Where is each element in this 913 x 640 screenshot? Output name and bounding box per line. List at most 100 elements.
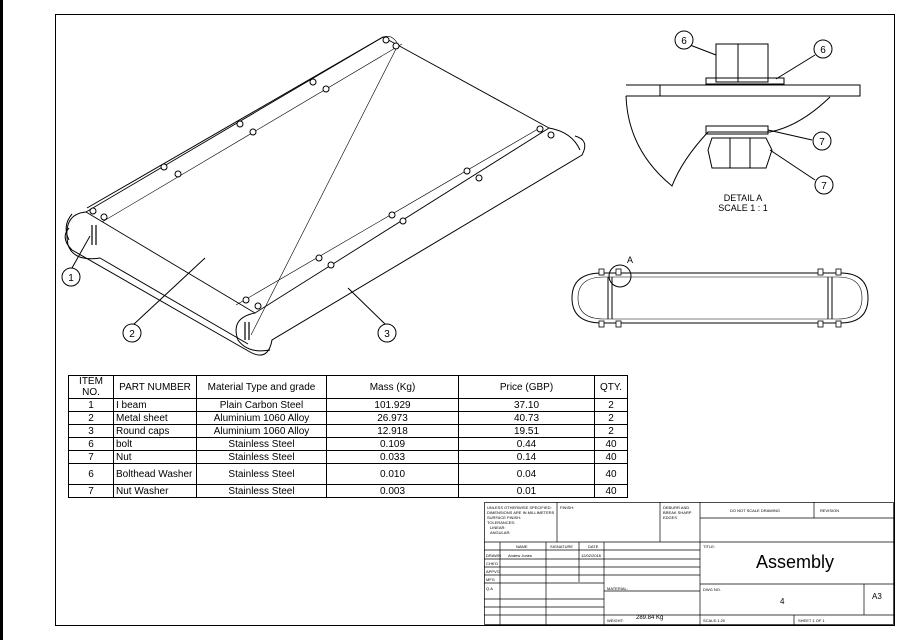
bom-header-row: ITEM NO. PART NUMBER Material Type and g… [68, 375, 628, 399]
bom-cell: 40 [594, 463, 628, 485]
bom-cell: 3 [68, 424, 114, 438]
detail-a-view [625, 43, 861, 187]
bom-cell: Nut [113, 450, 197, 464]
bom-row: 6 Bolthead Washer Stainless Steel 0.010 … [68, 463, 628, 485]
bom-cell: 7 [68, 484, 114, 498]
bom-cell: 0.109 [326, 437, 459, 451]
title-block: UNLESS OTHERWISE SPECIFIED: DIMENSIONS A… [484, 502, 894, 625]
tb-edges: EDGES [663, 515, 678, 520]
tb-name-header: NAME [516, 544, 528, 549]
tb-surface: SURFACE FINISH: [487, 515, 522, 520]
tb-material: MATERIAL: [607, 586, 628, 591]
bom-cell: Plain Carbon Steel [196, 398, 327, 412]
balloon-group-main [61, 235, 397, 343]
bom-header: ITEM NO. [68, 375, 114, 399]
bom-cell: 2 [594, 398, 628, 412]
tb-finish: FINISH: [560, 505, 575, 510]
detail-a-caption: DETAIL A SCALE 1 : 1 [708, 193, 778, 213]
bom-cell: 2 [68, 411, 114, 425]
bom-cell: 19.51 [458, 424, 595, 438]
bom-cell: 0.04 [458, 463, 595, 485]
balloon-1: 1 [68, 273, 74, 284]
balloon-6b: 6 [820, 45, 826, 56]
bom-row: 6 bolt Stainless Steel 0.109 0.44 40 [68, 437, 628, 451]
tb-angular: ANGULAR: [490, 530, 511, 535]
bom-cell: Aluminium 1060 Alloy [196, 424, 327, 438]
balloon-7a: 7 [819, 137, 825, 148]
tb-dwg-label: DWG NO. [703, 587, 721, 592]
bom-header: Mass (Kg) [326, 375, 459, 399]
tb-drawn-date: 12/02/2016 [581, 553, 602, 558]
bom-cell: bolt [113, 437, 197, 451]
bom-cell: 40 [594, 437, 628, 451]
bom-cell: 0.44 [458, 437, 595, 451]
bom-cell: 0.01 [458, 484, 595, 498]
bom-cell: Stainless Steel [196, 484, 327, 498]
tb-drawn: DRAWN [486, 553, 501, 558]
bom-row: 7 Nut Stainless Steel 0.033 0.14 40 [68, 450, 628, 464]
detail-balloons [674, 30, 834, 195]
bom-cell: Nut Washer [113, 484, 197, 498]
bom-cell: 2 [594, 411, 628, 425]
bom-cell: I beam [113, 398, 197, 412]
bom-cell: 0.003 [326, 484, 459, 498]
isometric-assembly [64, 36, 586, 356]
bom-cell: 0.033 [326, 450, 459, 464]
tb-unless: UNLESS OTHERWISE SPECIFIED: [487, 505, 552, 510]
tb-break: BREAK SHARP [663, 510, 692, 515]
tb-weight-label: WEIGHT: [607, 618, 624, 623]
tb-deburr: DEBURR AND [663, 505, 690, 510]
tb-signature-header: SIGNATURE [550, 544, 574, 549]
bom-cell: 1 [68, 398, 114, 412]
bom-cell: Stainless Steel [196, 437, 327, 451]
bom-row: 1 I beam Plain Carbon Steel 101.929 37.1… [68, 398, 628, 412]
balloon-2: 2 [129, 329, 135, 340]
title-block-grid [484, 502, 894, 625]
bom-row: 2 Metal sheet Aluminium 1060 Alloy 26.97… [68, 411, 628, 425]
bom-cell: 0.14 [458, 450, 595, 464]
page-edge-line [0, 0, 3, 640]
tb-tolerances: TOLERANCES: [487, 520, 516, 525]
tb-sheet-size: A3 [872, 592, 882, 601]
tb-linear: LINEAR: [490, 525, 506, 530]
side-view-bolts [598, 268, 842, 328]
detail-marker-a: A [627, 255, 633, 265]
tb-dwg-no: 4 [780, 597, 785, 606]
balloon-7b: 7 [821, 181, 827, 192]
bom-header: Material Type and grade [196, 375, 327, 399]
bom-cell: 26.973 [326, 411, 459, 425]
bom-cell: 0.010 [326, 463, 459, 485]
bom-cell: Round caps [113, 424, 197, 438]
tb-do-not-scale: DO NOT SCALE DRAWING [730, 508, 781, 513]
tb-drawn-name: Andew Jones [508, 553, 533, 558]
bom-cell: 6 [68, 437, 114, 451]
bolt-heads [89, 36, 555, 310]
bom-cell: 6 [68, 463, 114, 485]
bom-cell: 40 [594, 450, 628, 464]
drawing-sheet-border [55, 14, 895, 626]
bom-cell: 40.73 [458, 411, 595, 425]
bom-cell: 101.929 [326, 398, 459, 412]
bom-cell: Aluminium 1060 Alloy [196, 411, 327, 425]
bom-row: 3 Round caps Aluminium 1060 Alloy 12.918… [68, 424, 628, 438]
balloon-6a: 6 [681, 36, 687, 47]
tb-appvd: APPV'D [486, 569, 501, 574]
bom-cell: Metal sheet [113, 411, 197, 425]
tb-scale: SCALE:1:20 [703, 618, 726, 623]
bom-cell: 40 [594, 484, 628, 498]
tb-title-label: TITLE: [703, 544, 716, 549]
balloon-3: 3 [384, 329, 390, 340]
bill-of-materials: ITEM NO. PART NUMBER Material Type and g… [68, 375, 628, 498]
detail-scale: SCALE 1 : 1 [718, 203, 768, 213]
tb-sheet: SHEET 1 OF 1 [798, 618, 825, 623]
bom-header: QTY. [594, 375, 628, 399]
tb-chkd: CHK'D [486, 561, 499, 566]
tb-dims: DIMENSIONS ARE IN MILLIMETERS [487, 510, 555, 515]
tb-mfg: MFG [486, 577, 495, 582]
tb-date-header: DATE [588, 544, 599, 549]
tb-qa: Q.A [486, 586, 493, 591]
bom-cell: 12.918 [326, 424, 459, 438]
bom-cell: Bolthead Washer [113, 463, 197, 485]
drawing-title: Assembly [756, 552, 835, 572]
